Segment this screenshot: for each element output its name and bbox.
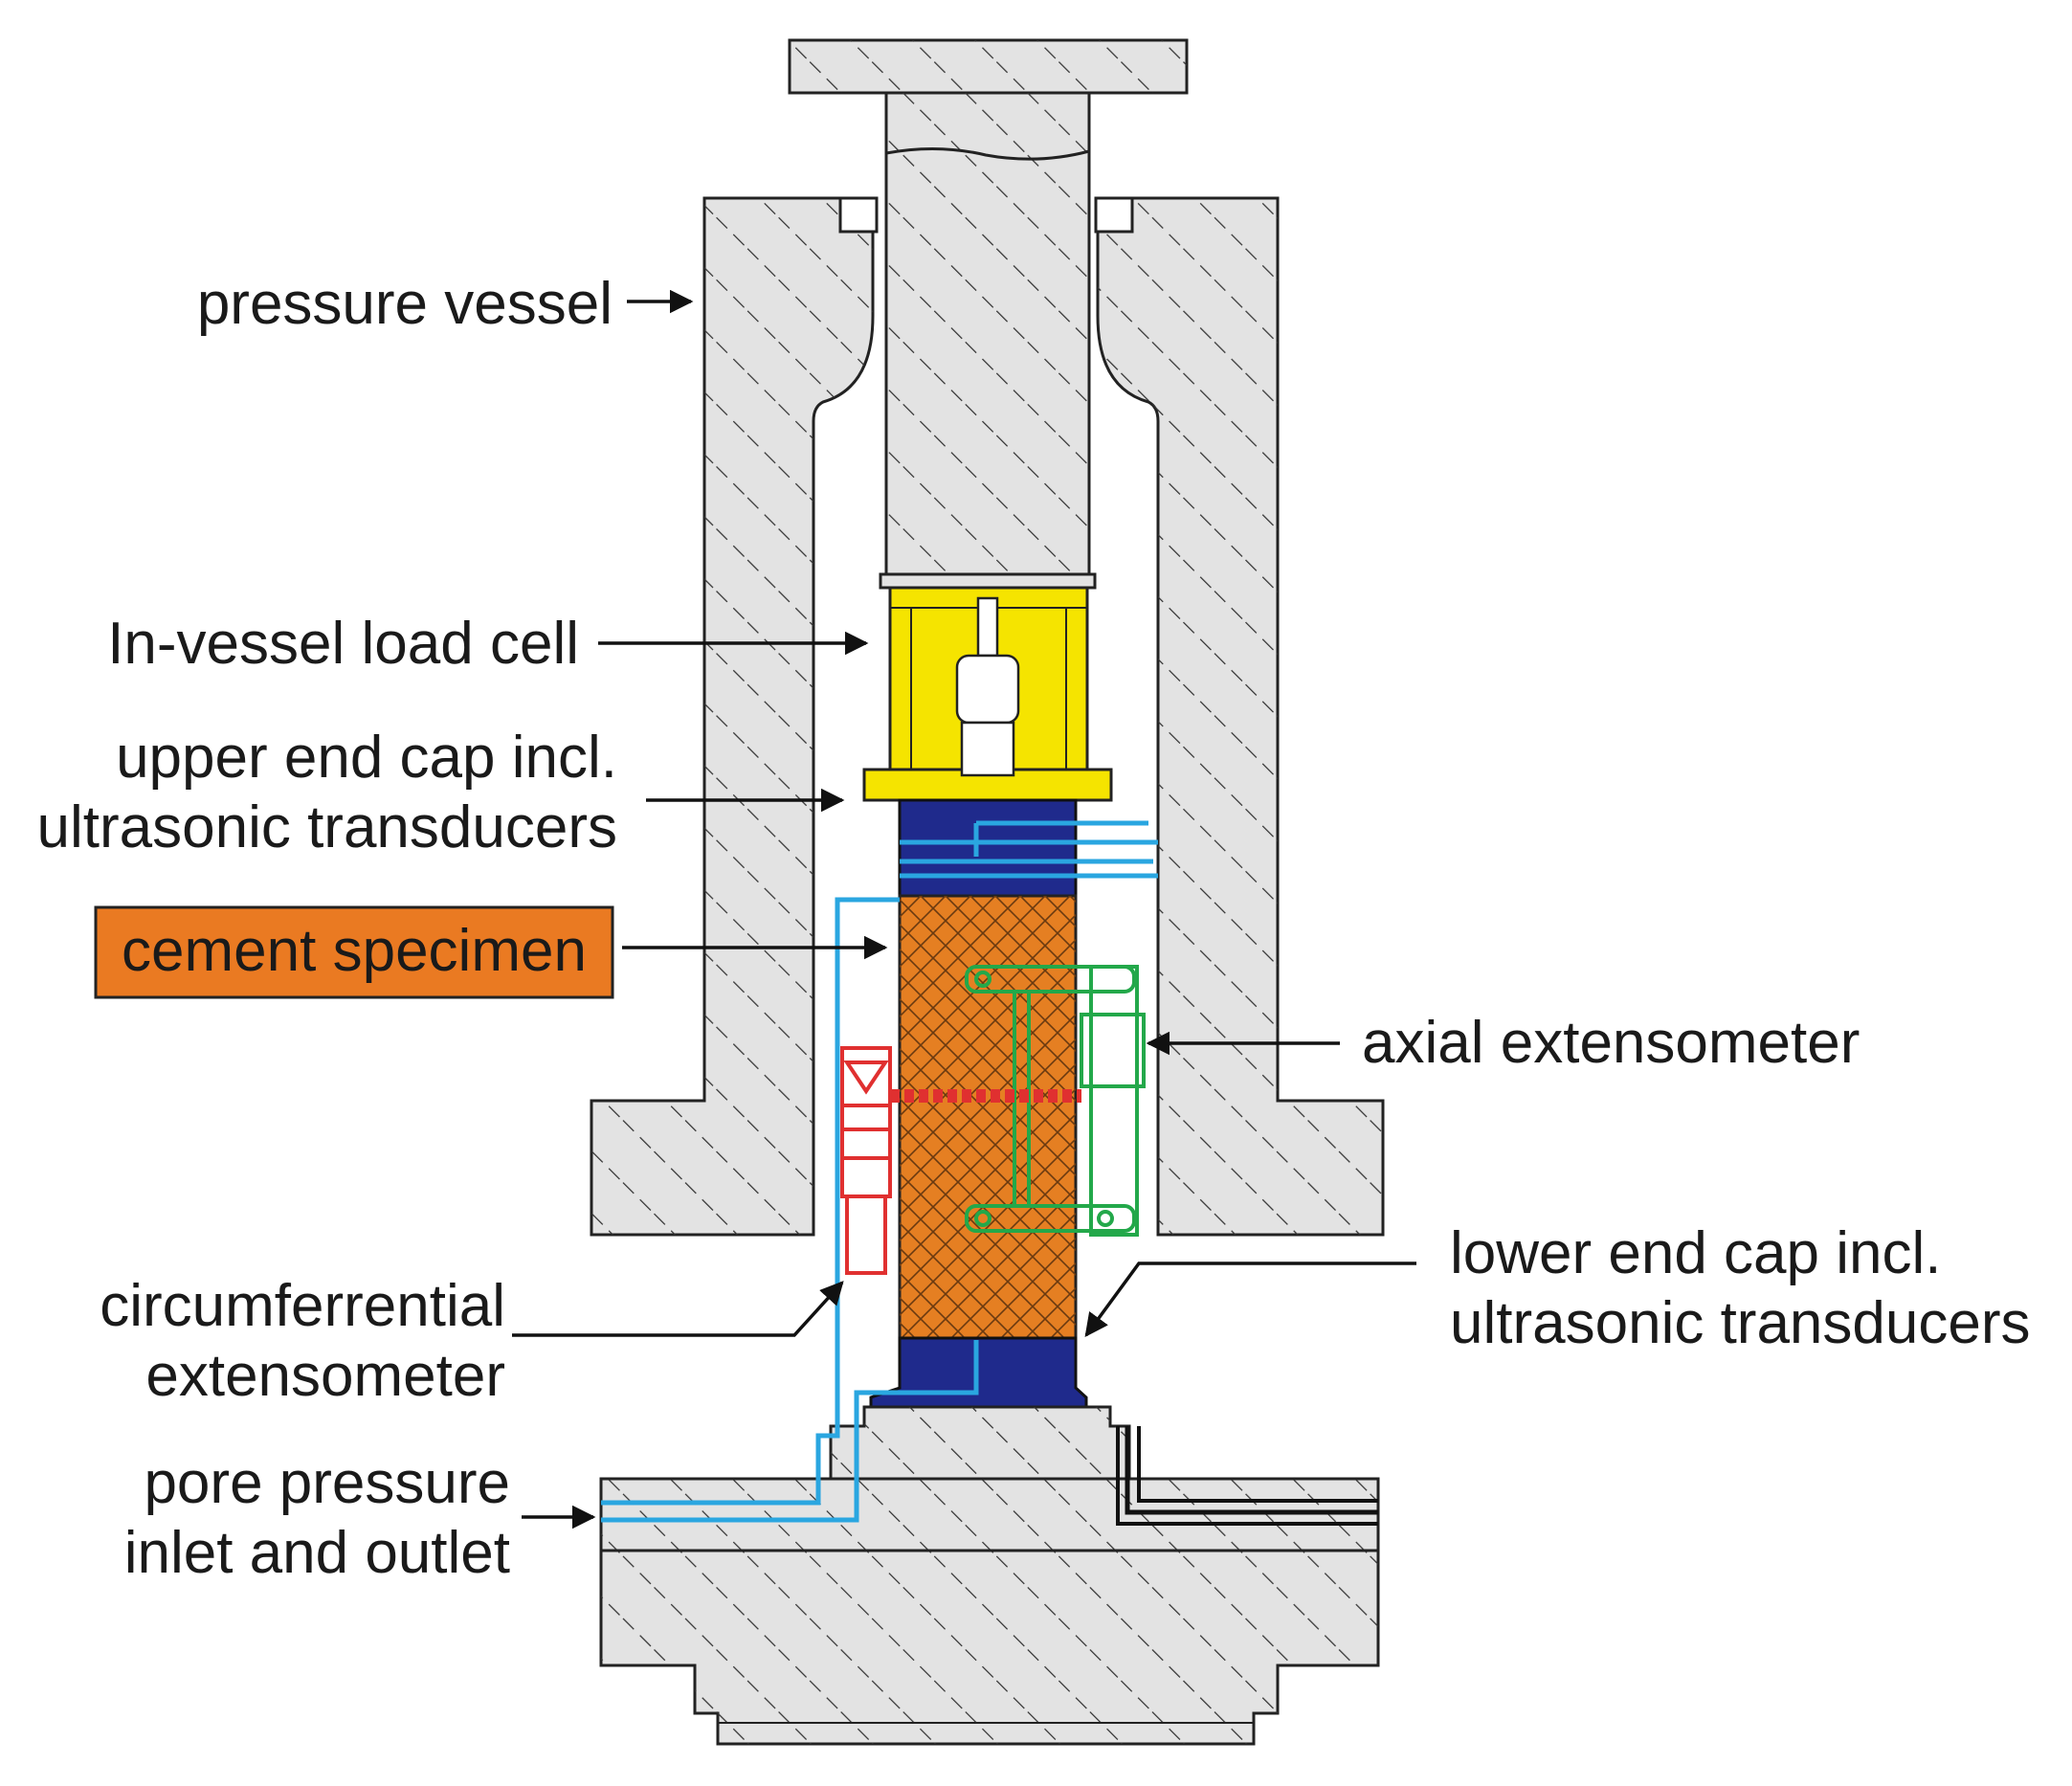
label-pore-pressure-line1: pore pressure — [144, 1450, 510, 1516]
axial-extensometer — [965, 965, 1146, 1237]
label-cement-specimen: cement specimen — [122, 918, 587, 984]
pressure-vessel — [590, 196, 1385, 1237]
label-pressure-vessel: pressure vessel — [197, 271, 613, 337]
label-axial-extensometer: axial extensometer — [1362, 1010, 1860, 1076]
label-load-cell: In-vessel load cell — [107, 611, 579, 677]
cement-specimen-label-box — [94, 905, 614, 999]
upper-end-cap — [898, 798, 1078, 898]
label-lower-end-cap-line1: lower end cap incl. — [1450, 1220, 1942, 1286]
circumferential-extensometer — [840, 1046, 1081, 1275]
label-upper-end-cap-line2: ultrasonic transducers — [37, 794, 618, 860]
annotation-arrows — [512, 289, 1416, 1529]
pore-pressure-lines — [601, 820, 1158, 1523]
label-circumferential-line2: extensometer — [145, 1343, 505, 1409]
arrow-lower-end-cap — [1084, 1261, 1416, 1337]
labels: pressure vessel In-vessel load cell uppe… — [37, 271, 2031, 1586]
label-pore-pressure-line2: inlet and outlet — [124, 1520, 510, 1586]
piston — [788, 38, 1189, 590]
cement-specimen — [898, 894, 1078, 1340]
label-circumferential-line1: circumferrential — [100, 1273, 505, 1339]
base — [599, 1405, 1380, 1746]
arrow-circumferential-extensometer — [512, 1281, 844, 1337]
label-upper-end-cap-line1: upper end cap incl. — [116, 725, 617, 791]
load-cell — [862, 586, 1113, 802]
label-lower-end-cap-line2: ultrasonic transducers — [1450, 1290, 2031, 1356]
